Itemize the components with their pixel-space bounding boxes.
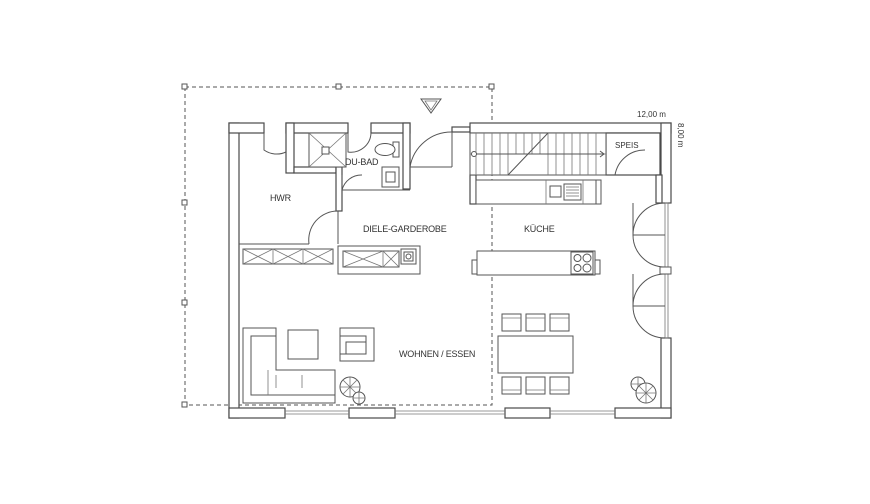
living-furniture bbox=[242, 327, 375, 404]
exterior-walls bbox=[228, 122, 672, 419]
room-label-hwr: HWR bbox=[270, 193, 292, 203]
room-label-kueche: KÜCHE bbox=[524, 224, 555, 234]
dining-table bbox=[497, 313, 574, 395]
doors bbox=[263, 131, 666, 339]
kitchen bbox=[471, 179, 602, 276]
room-label-speis: SPEIS bbox=[615, 141, 639, 150]
staircase bbox=[469, 132, 607, 176]
interior-walls bbox=[239, 122, 663, 245]
cooktop-icon bbox=[573, 253, 592, 273]
entrance-triangle-icon bbox=[420, 98, 442, 114]
room-label-diele-garderobe: DIELE-GARDEROBE bbox=[363, 224, 447, 234]
plant-icon bbox=[339, 376, 366, 405]
dimension-depth-label: 8,00 m bbox=[676, 123, 685, 148]
sink-icon bbox=[563, 183, 582, 201]
wardrobe bbox=[242, 245, 421, 275]
dimension-width-label: 12,00 m bbox=[637, 110, 666, 119]
room-label-du-bad: DU-BAD bbox=[345, 157, 379, 167]
bathroom-fixtures bbox=[308, 132, 400, 188]
room-label-wohnen-essen: WOHNEN / ESSEN bbox=[399, 349, 475, 359]
plant-icon bbox=[630, 376, 657, 404]
terrace-outline bbox=[181, 83, 495, 408]
